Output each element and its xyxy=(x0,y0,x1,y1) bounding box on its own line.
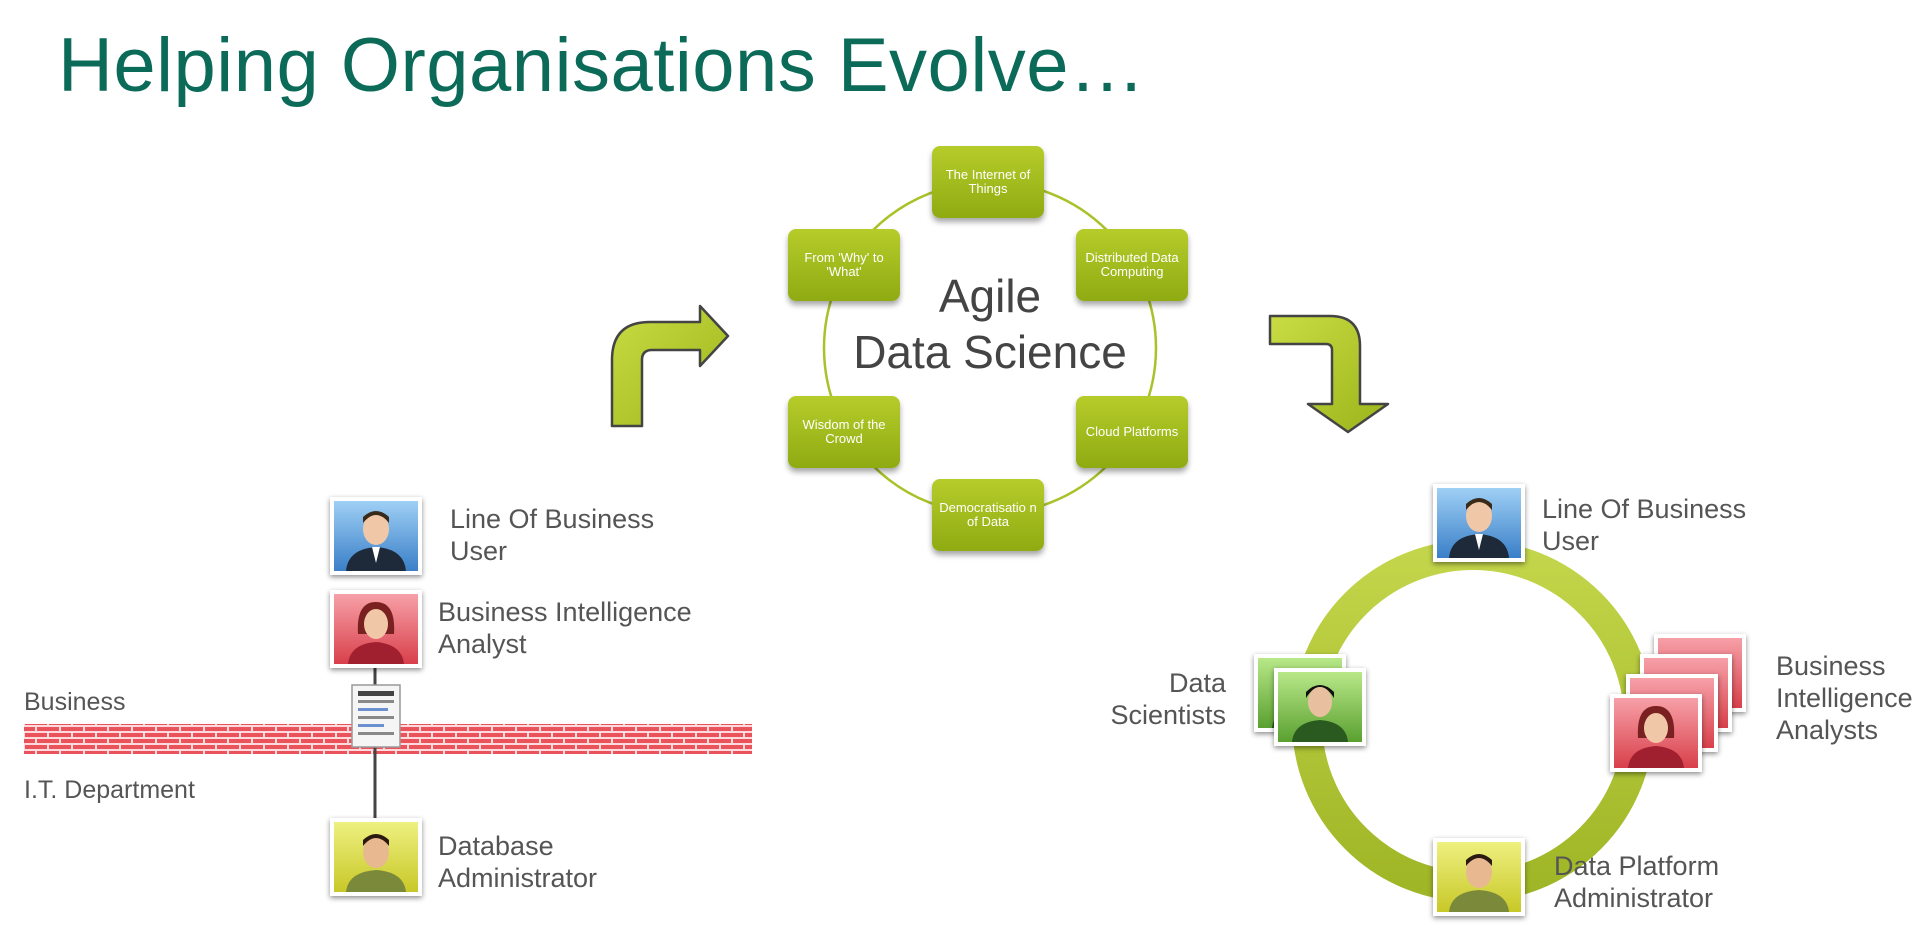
right-lob-user-label: Line Of Business User xyxy=(1542,494,1747,556)
data-scientists-label: Data Scientists xyxy=(1110,668,1226,730)
page-title: Helping Organisations Evolve… xyxy=(58,23,1146,108)
dpa-label: Data Platform Administrator xyxy=(1554,851,1720,913)
bi-analysts-label: Business Intelligence Analysts xyxy=(1776,651,1913,745)
document-icon xyxy=(351,684,401,748)
node-wisdom-of-the-crowd: Wisdom of the Crowd xyxy=(788,396,900,468)
business-label: Business xyxy=(24,688,126,716)
arrow-curve-down-right-icon xyxy=(1268,314,1390,434)
center-label: Agile Data Science xyxy=(820,268,1160,380)
bi-analyst-avatar-stack-1 xyxy=(1610,694,1702,772)
arrow-curve-up-right-icon xyxy=(610,304,730,428)
lob-user-avatar xyxy=(330,497,422,575)
center-line-2: Data Science xyxy=(853,326,1127,378)
node-democratisation-of-data: Democratisatio n of Data xyxy=(932,479,1044,551)
node-cloud-platforms: Cloud Platforms xyxy=(1076,396,1188,468)
bi-analyst-avatar xyxy=(330,590,422,668)
node-internet-of-things: The Internet of Things xyxy=(932,146,1044,218)
left-lob-user-label: Line Of Business User xyxy=(450,504,655,566)
left-dba-label: Database Administrator xyxy=(438,831,598,893)
right-lob-user-avatar xyxy=(1433,484,1525,562)
dpa-avatar xyxy=(1433,838,1525,916)
dba-avatar xyxy=(330,818,422,896)
center-line-1: Agile xyxy=(938,270,1042,322)
left-bi-analyst-label: Business Intelligence Analyst xyxy=(438,597,692,659)
node-distributed-data-computing: Distributed Data Computing xyxy=(1076,229,1188,301)
node-why-to-what: From 'Why' to 'What' xyxy=(788,229,900,301)
it-department-label: I.T. Department xyxy=(24,776,195,804)
data-scientist-avatar xyxy=(1274,668,1366,746)
